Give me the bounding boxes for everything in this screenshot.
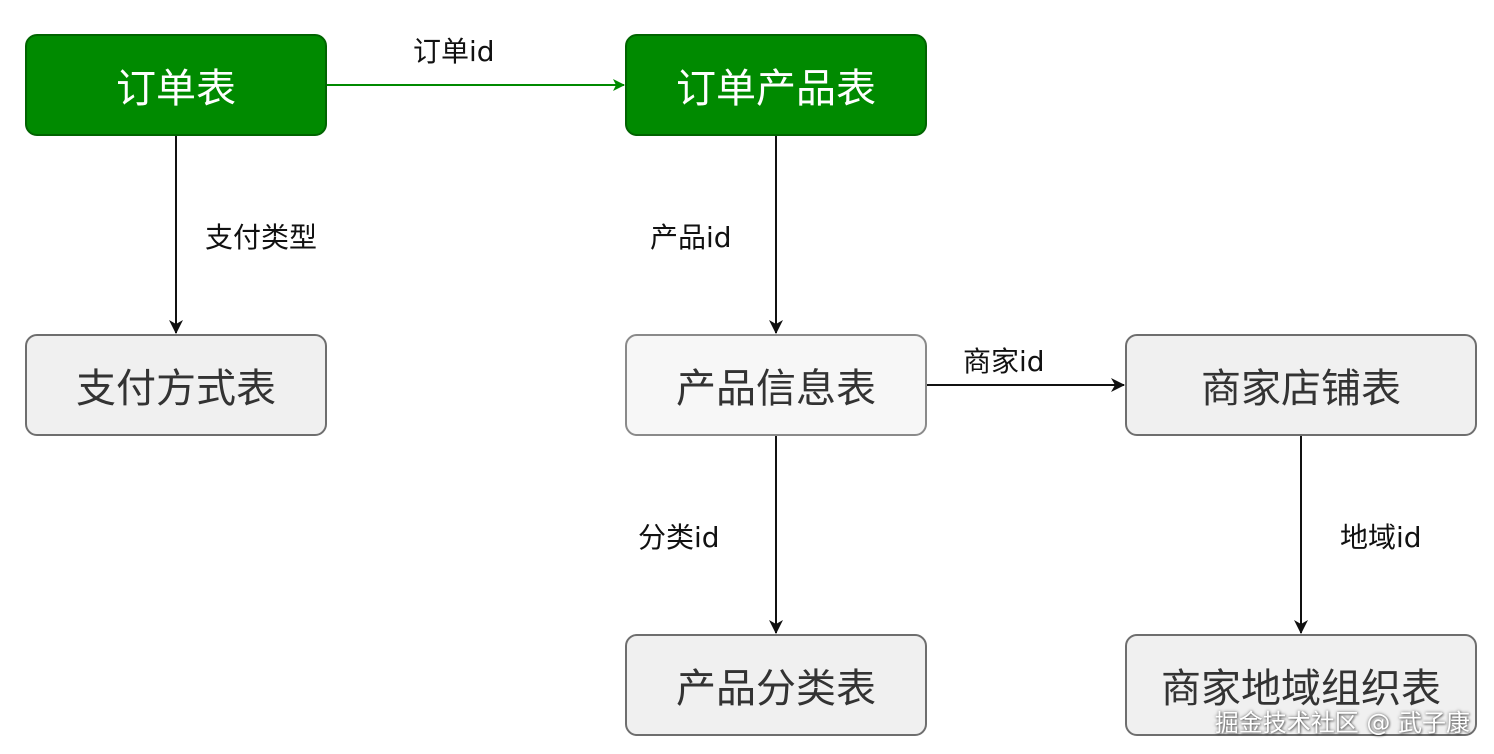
edge-label-product-id: 产品id xyxy=(650,221,732,254)
node-orders: 订单表 xyxy=(25,34,327,136)
node-order-products: 订单产品表 xyxy=(625,34,927,136)
node-merchant-stores: 商家店铺表 xyxy=(1125,334,1477,436)
node-merchant-regions: 商家地域组织表 xyxy=(1125,634,1477,736)
node-product-info: 产品信息表 xyxy=(625,334,927,436)
watermark: 掘金技术社区 @ 武子康 xyxy=(1214,709,1470,737)
edge-label-region-id: 地域id xyxy=(1340,521,1422,554)
edge-label-order-id: 订单id xyxy=(413,35,495,68)
node-payment-methods: 支付方式表 xyxy=(25,334,327,436)
node-product-categories: 产品分类表 xyxy=(625,634,927,736)
edge-label-merchant-id: 商家id xyxy=(963,345,1045,378)
edge-label-payment-type: 支付类型 xyxy=(205,221,318,254)
edge-label-category-id: 分类id xyxy=(638,521,720,554)
